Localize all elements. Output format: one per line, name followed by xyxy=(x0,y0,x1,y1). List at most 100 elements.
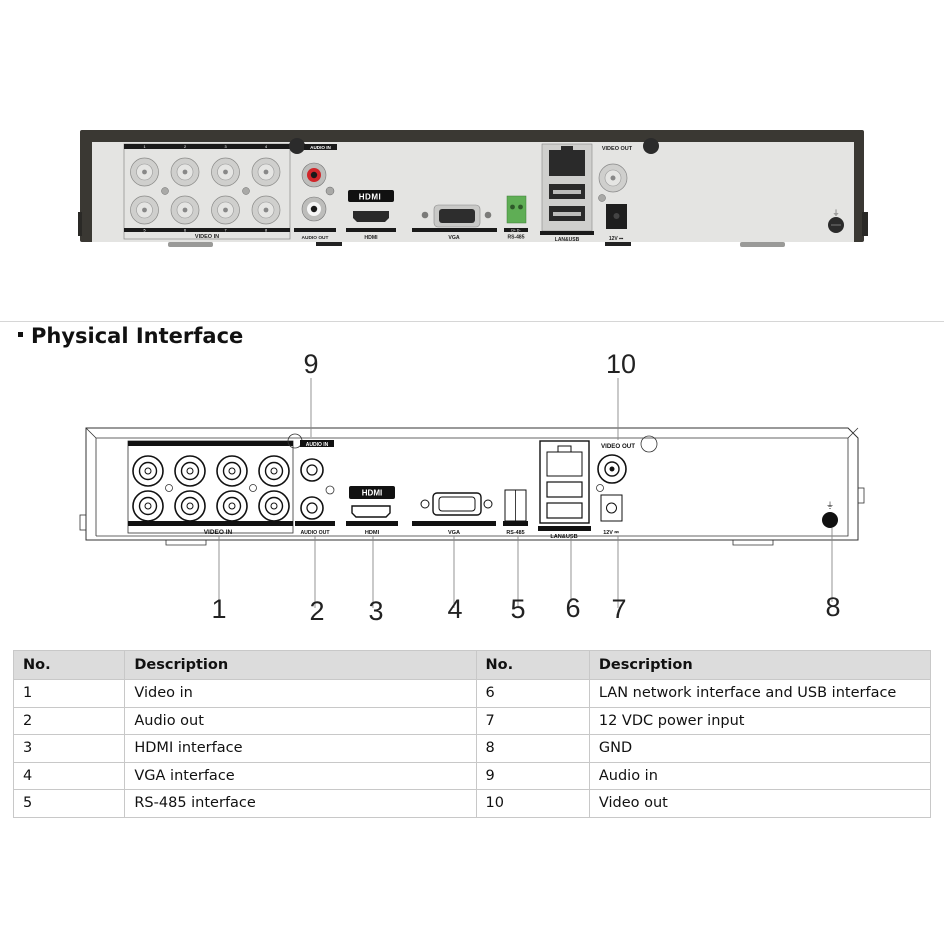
video-in-bnc-port[interactable] xyxy=(211,157,240,187)
diagram-video-out-label: VIDEO OUT xyxy=(601,443,635,450)
row-description-right: 12 VDC power input xyxy=(588,706,932,735)
diagram-ground-screw-icon xyxy=(165,484,173,492)
diagram-ground-screw-icon xyxy=(249,484,257,492)
diagram-screw-icon xyxy=(640,435,658,453)
diagram-video-in-bottom-bar xyxy=(128,521,293,526)
bnc-outer xyxy=(258,455,290,487)
diagram-vga-label-bg xyxy=(412,521,496,526)
interface-diagram: VIDEO IN AUDIO IN AUDIO OUT HDMI HDMI VG… xyxy=(79,349,865,626)
screw-icon xyxy=(643,138,659,154)
bnc-inner xyxy=(222,461,242,481)
heading-title: Physical Interface xyxy=(31,324,244,348)
channel-number: 3 xyxy=(224,145,226,149)
diagram-video-in-top-bar xyxy=(128,441,293,446)
diagram-usb-port-2 xyxy=(546,502,583,519)
ground-screw-icon xyxy=(242,187,250,195)
bnc-inner xyxy=(222,496,242,516)
diagram-vga-screw-left xyxy=(420,499,430,509)
rs485-connector[interactable] xyxy=(506,195,527,224)
lan-port[interactable] xyxy=(549,146,585,176)
bnc-pin xyxy=(142,169,147,175)
diagram-hdmi-label: HDMI xyxy=(365,530,380,536)
diagram-video-in-bnc-port xyxy=(216,455,248,487)
channel-number: 7 xyxy=(224,228,226,232)
video-out-label: VIDEO OUT xyxy=(602,146,633,152)
row-number-left: 1 xyxy=(12,679,126,708)
audio-out-hole xyxy=(310,205,318,213)
bnc-pin xyxy=(270,467,278,475)
row-description-left: Video in xyxy=(124,679,477,708)
video-in-bottom-bar xyxy=(124,228,290,232)
rs485-label: RS-485 xyxy=(508,235,525,241)
bnc-pin xyxy=(142,207,147,213)
row-description-right: Audio in xyxy=(588,761,932,790)
bnc-pin xyxy=(223,207,228,213)
diagram-lan-usb-frame xyxy=(539,440,590,524)
header-no-left: No. xyxy=(12,650,126,680)
diagram-video-out-pin xyxy=(609,466,615,472)
video-in-bnc-port[interactable] xyxy=(130,195,159,225)
diagram-video-out-inner xyxy=(604,461,620,477)
audio-in-label-bg xyxy=(304,144,337,150)
video-in-bnc-port[interactable] xyxy=(170,157,200,187)
bnc-pin xyxy=(228,467,236,475)
bnc-pin xyxy=(186,467,194,475)
diagram-side-bump-right xyxy=(857,487,865,504)
video-in-bnc-port[interactable] xyxy=(211,195,240,225)
diagram-power-jack xyxy=(600,494,623,522)
diagram-audio-out-label: AUDIO OUT xyxy=(300,530,330,536)
hdmi-label: HDMI xyxy=(364,235,378,241)
diagram-video-in-bnc-port xyxy=(132,455,164,487)
video-out-bnc-pin xyxy=(610,175,616,181)
video-in-bnc-port[interactable] xyxy=(251,157,281,187)
diagram-audio-in-port xyxy=(300,458,324,482)
lan-usb-label: LAN&USB xyxy=(555,237,580,243)
diagram-video-in-bnc-port xyxy=(174,455,206,487)
heading-bullet-icon xyxy=(18,331,23,337)
diagram-rs485-label-bg xyxy=(503,521,528,526)
screw-icon xyxy=(289,138,305,154)
diagram-video-out-bnc xyxy=(597,454,627,484)
diagram-hdmi-label-bg xyxy=(346,521,398,526)
row-number-left: 5 xyxy=(12,789,126,818)
diagram-audio-out-inner xyxy=(306,502,318,514)
diagram-ground-screw-icon xyxy=(596,484,604,492)
rs485-pins-label: D+ D- xyxy=(511,229,521,233)
video-in-bnc-port[interactable] xyxy=(251,195,281,225)
diagram-video-in-bnc-port xyxy=(174,490,206,522)
audio-in-label: AUDIO IN xyxy=(310,145,331,150)
diagram-panel-outline xyxy=(85,427,859,537)
diagram-video-in-bnc-port xyxy=(258,490,290,522)
video-in-bnc-port[interactable] xyxy=(130,157,159,187)
diagram-vga-port xyxy=(432,492,482,516)
callout-number-10: 10 xyxy=(606,349,636,379)
video-in-bnc-port[interactable] xyxy=(170,195,200,225)
channel-number: 5 xyxy=(143,228,145,232)
bnc-pin xyxy=(182,207,188,213)
row-number-right: 10 xyxy=(475,789,590,818)
ground-symbol: ⏚ xyxy=(833,209,840,217)
diagram-foot-right xyxy=(732,540,774,546)
hdmi-logo-bg xyxy=(348,190,394,202)
diagram-lan-usb-label-bg xyxy=(538,526,591,531)
audio-out-label-bg xyxy=(294,228,336,232)
callout-number-8: 8 xyxy=(825,592,840,622)
diagram-vga-pins xyxy=(438,496,476,512)
bnc-outer xyxy=(216,455,248,487)
hdmi-port[interactable] xyxy=(353,211,389,222)
bnc-pin xyxy=(228,502,236,510)
bnc-inner xyxy=(138,461,158,481)
bnc-outer xyxy=(132,455,164,487)
bnc-inner xyxy=(264,461,284,481)
channel-number: 8 xyxy=(265,228,267,232)
bnc-inner xyxy=(180,496,200,516)
diagram-side-bump-left xyxy=(79,514,87,531)
diagram-ground-symbol: ⏚ xyxy=(826,501,834,510)
bnc-pin xyxy=(144,502,152,510)
row-description-left: VGA interface xyxy=(124,761,477,790)
